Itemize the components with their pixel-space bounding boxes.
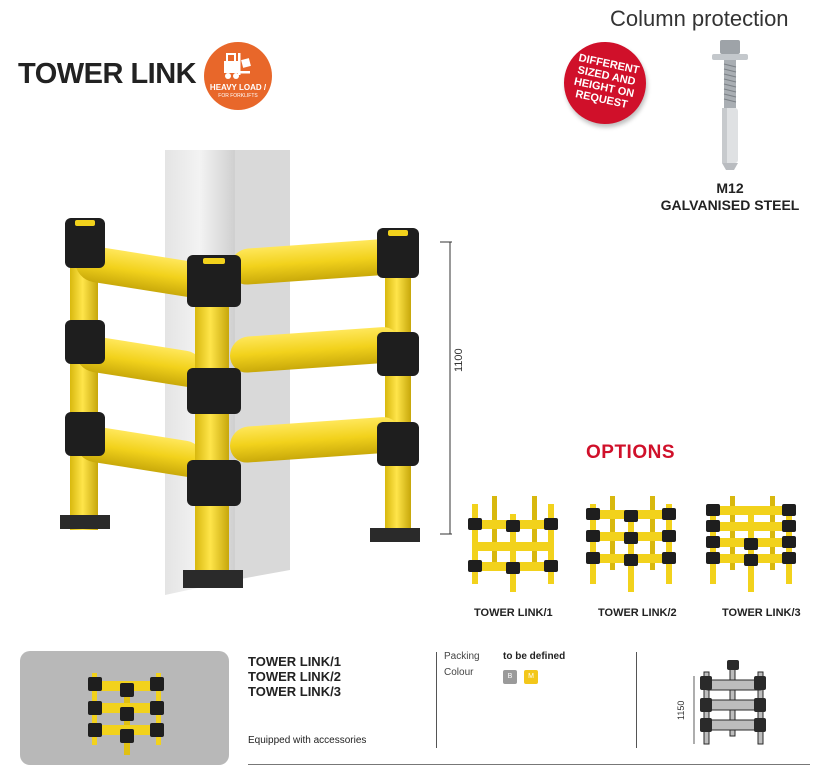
option-label-tower-link-1: TOWER LINK/1 [474,607,553,619]
options-title: OPTIONS [586,442,676,463]
packing-label: Packing [444,651,480,662]
footer-divider [436,652,437,748]
forklift-text: FOR FORKLIFTS [218,93,258,99]
footer-thumbnail-image [88,673,164,755]
bolt-size: M12 [716,180,744,196]
footer-bottom-rule [248,764,810,765]
section-title: Column protection [610,6,789,31]
heavy-load-text: HEAVY LOAD / [209,83,267,92]
anchor-bolt-label: M12 GALVANISED STEEL [640,180,820,214]
footer-name: TOWER LINK/1 [248,654,341,669]
option-label-tower-link-3: TOWER LINK/3 [722,607,801,619]
footer-divider [636,652,637,748]
option-image-tower-link-3 [706,496,796,592]
height-dimension-label: 1100 [453,348,465,372]
footer-dimension-label: 1150 [676,700,686,720]
product-title: TOWER LINK [18,58,197,90]
footer-name: TOWER LINK/2 [248,669,341,684]
colour-swatch-grey: B [503,670,517,684]
anchor-bolt-image [712,40,748,170]
option-image-tower-link-1 [468,496,558,592]
tower-link-main-image [60,150,420,595]
packing-value: to be defined [503,651,566,662]
option-label-tower-link-2: TOWER LINK/2 [598,607,677,619]
footer-dimension-diagram [693,660,766,745]
footer-accessories-note: Equipped with accessories [248,735,367,746]
forklift-icon [224,53,251,79]
colour-label: Colour [444,667,474,678]
option-image-tower-link-2 [586,496,676,592]
bolt-material: GALVANISED STEEL [660,197,800,213]
footer-thumbnail [20,651,229,765]
colour-swatch-yellow: M [524,670,538,684]
footer-name: TOWER LINK/3 [248,684,341,699]
height-dimension-line [440,241,452,535]
request-badge: DIFFERENT SIZED AND HEIGHT ON REQUEST [556,34,654,132]
heavy-load-badge: HEAVY LOAD / FOR FORKLIFTS [204,42,272,110]
footer-product-names: TOWER LINK/1 TOWER LINK/2 TOWER LINK/3 [248,654,341,699]
